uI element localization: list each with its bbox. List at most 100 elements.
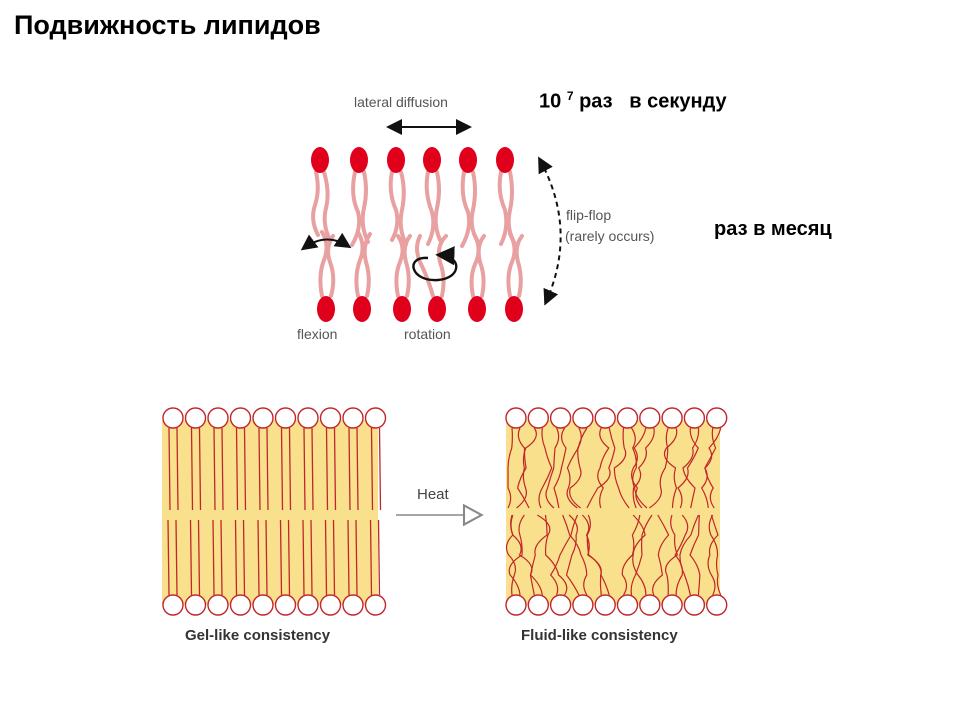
lipid-tail <box>553 427 567 509</box>
lipid-tail <box>197 519 201 596</box>
lipid-tail <box>175 519 178 596</box>
lipid-head <box>423 147 441 173</box>
lipid-tail <box>621 514 641 596</box>
lipid-head <box>639 407 661 429</box>
lipid-tail <box>586 427 616 509</box>
lipid-tail <box>586 514 610 596</box>
lipid-head <box>162 407 184 429</box>
lipid-tail <box>168 427 171 511</box>
lipid-tail <box>242 519 246 596</box>
lipid-tail <box>689 514 701 596</box>
lipid-head <box>428 296 446 322</box>
lipid-tail <box>220 519 223 596</box>
lipid-tail <box>348 427 351 511</box>
lipid-head <box>468 296 486 322</box>
lipid-head <box>572 594 594 616</box>
lipid-tail <box>235 427 239 511</box>
gel-caption: Gel-like consistency <box>185 627 331 644</box>
lipid-tail <box>176 427 179 511</box>
lipid-tail <box>597 427 610 509</box>
lipid-head <box>350 147 368 173</box>
rate-base: 10 <box>539 90 562 113</box>
lipid-tail <box>707 514 719 596</box>
lipid-tail <box>347 519 350 596</box>
lipid-tail <box>324 519 328 596</box>
lipid-head <box>616 594 639 616</box>
lipid-tail <box>704 427 722 509</box>
lipid-head <box>616 407 639 429</box>
lipid-head <box>342 594 364 616</box>
lipid-tail <box>332 519 336 596</box>
lipid-head <box>162 594 184 616</box>
lipid-tail <box>682 427 700 509</box>
lipid-head <box>661 407 683 429</box>
lipid-tail <box>333 427 337 511</box>
flip-flop-label: flip-flop <box>566 207 612 223</box>
lipid-tail <box>516 427 537 509</box>
fluid-tails <box>505 427 722 596</box>
lipid-tail <box>280 427 284 511</box>
lipid-tail <box>630 514 653 596</box>
lipid-head <box>683 594 706 616</box>
lipid-tail <box>243 427 247 511</box>
rate-text: раз в секунду <box>579 90 727 113</box>
lipid-head <box>549 407 572 429</box>
lipid-tail <box>613 427 630 509</box>
lipid-head <box>549 594 572 616</box>
lipid-tail <box>508 514 525 596</box>
gel-heads <box>162 407 387 616</box>
lipid-tail <box>279 519 283 596</box>
lipid-head <box>393 296 411 322</box>
lipid-head <box>364 407 387 429</box>
lipid-tail <box>221 427 224 511</box>
lipid-tail <box>302 519 305 596</box>
fluid-caption: Fluid-like consistency <box>521 627 678 644</box>
lipid-tail <box>310 519 313 596</box>
lipid-tail <box>355 519 358 596</box>
lipid-tail <box>189 519 193 596</box>
flexion-arrow <box>300 232 352 251</box>
lipid-head <box>459 147 477 173</box>
lipid-tail <box>549 514 579 596</box>
lipid-tail <box>198 427 202 511</box>
lipid-head <box>505 296 523 322</box>
lipid-head <box>496 147 514 173</box>
lipid-tail <box>190 427 194 511</box>
lipid-head <box>364 594 387 616</box>
gel-core <box>162 420 378 605</box>
lipid-tail <box>212 519 215 596</box>
lipid-tail <box>265 519 268 596</box>
lipid-tail <box>708 514 722 596</box>
lipid-tail <box>369 519 373 596</box>
lipid-head <box>639 594 661 616</box>
lower-leaflet-tails <box>318 230 524 298</box>
lipid-tail <box>377 519 381 596</box>
lipid-head <box>184 594 207 616</box>
lipid-head <box>274 594 297 616</box>
lipid-head <box>594 594 616 616</box>
lipid-tail <box>581 514 602 596</box>
rotation-arrow <box>412 246 458 282</box>
lipid-tail <box>266 427 269 511</box>
lipid-tail <box>566 427 588 509</box>
lipid-head <box>706 594 728 616</box>
lipid-head <box>505 407 527 429</box>
lipid-head <box>274 407 297 429</box>
lipid-head <box>342 407 364 429</box>
lipid-tail <box>632 514 647 596</box>
lipid-tail <box>510 514 535 596</box>
lipid-head <box>319 407 342 429</box>
lipid-tail <box>303 427 306 511</box>
gel-tails <box>167 427 382 596</box>
lipid-head <box>297 594 319 616</box>
lipid-head <box>594 407 616 429</box>
heat-label: Heat <box>417 486 449 503</box>
lipid-tail <box>167 519 170 596</box>
lipid-tail <box>234 519 238 596</box>
lipid-tail <box>287 519 291 596</box>
lipid-tail <box>674 514 689 596</box>
lipid-tail <box>545 427 560 509</box>
lipid-tail <box>562 514 588 596</box>
lipid-tail <box>648 427 669 509</box>
